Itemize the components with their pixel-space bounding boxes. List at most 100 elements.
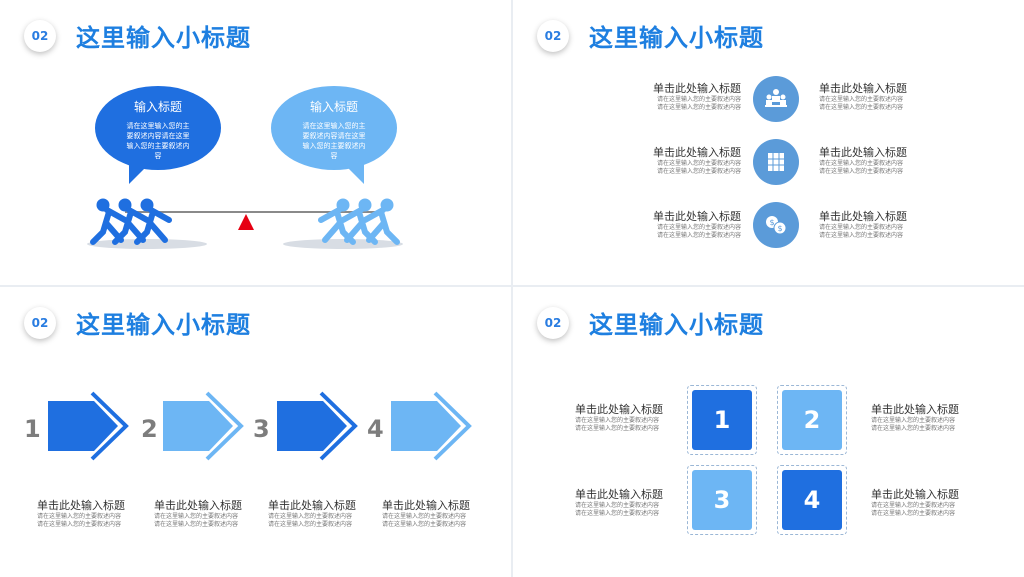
row-right-text: 单击此处输入标题 请在这里输入您的主要叙述内容 请在这里输入您的主要叙述内容 xyxy=(819,208,929,240)
step-number: 2 xyxy=(141,415,158,443)
row-left-text: 单击此处输入标题 请在这里输入您的主要叙述内容 请在这里输入您的主要叙述内容 xyxy=(641,144,741,176)
speech-bubble-left: 输入标题 请在这里输入您的主要叙述内容请在这里输入您的主要叙述内容 xyxy=(95,86,221,170)
text-bottom-left: 单击此处输入标题 请在这里输入您的主要叙述内容 请在这里输入您的主要叙述内容 xyxy=(575,486,675,518)
text-heading: 单击此处输入标题 xyxy=(575,488,663,501)
row-heading: 单击此处输入标题 xyxy=(653,210,741,223)
text-body: 请在这里输入您的主要叙述内容 xyxy=(575,425,660,432)
bubble-tail-right xyxy=(341,162,373,184)
row-heading: 单击此处输入标题 xyxy=(819,146,907,159)
people-icon xyxy=(753,76,799,122)
section-badge: 02 xyxy=(24,20,56,52)
row-heading: 单击此处输入标题 xyxy=(653,82,741,95)
row-left-text: 单击此处输入标题 请在这里输入您的主要叙述内容 请在这里输入您的主要叙述内容 xyxy=(641,208,741,240)
text-body: 请在这里输入您的主要叙述内容 xyxy=(871,417,956,424)
bubble-heading: 输入标题 xyxy=(309,100,358,114)
row-text: 请在这里输入您的主要叙述内容 xyxy=(819,96,904,103)
arrow-step-1 xyxy=(48,391,129,461)
row-right-text: 单击此处输入标题 请在这里输入您的主要叙述内容 请在这里输入您的主要叙述内容 xyxy=(819,144,929,176)
slide-title: 这里输入小标题 xyxy=(76,311,251,339)
square-3: 3 xyxy=(692,470,752,530)
text-body: 请在这里输入您的主要叙述内容 xyxy=(575,502,660,509)
step-number: 1 xyxy=(24,415,41,443)
money-icon: $$ xyxy=(753,202,799,248)
row-heading: 单击此处输入标题 xyxy=(653,146,741,159)
row-left-text: 单击此处输入标题 请在这里输入您的主要叙述内容 请在这里输入您的主要叙述内容 xyxy=(641,80,741,112)
row-text: 请在这里输入您的主要叙述内容 xyxy=(656,224,741,231)
text-heading: 单击此处输入标题 xyxy=(575,403,663,416)
bubble-tail-left xyxy=(120,162,152,184)
step-text: 请在这里输入您的主要叙述内容 xyxy=(382,513,467,520)
step-text: 请在这里输入您的主要叙述内容 xyxy=(154,513,239,520)
row-text: 请在这里输入您的主要叙述内容 xyxy=(656,96,741,103)
slide-title: 这里输入小标题 xyxy=(589,311,764,339)
slide-title: 这里输入小标题 xyxy=(76,24,251,52)
step-text: 请在这里输入您的主要叙述内容 xyxy=(154,521,239,528)
text-body: 请在这里输入您的主要叙述内容 xyxy=(871,425,956,432)
square-2: 2 xyxy=(782,390,842,450)
text-body: 请在这里输入您的主要叙述内容 xyxy=(575,510,660,517)
row-right-text: 单击此处输入标题 请在这里输入您的主要叙述内容 请在这里输入您的主要叙述内容 xyxy=(819,80,929,112)
svg-text:$: $ xyxy=(777,224,782,233)
svg-text:$: $ xyxy=(769,218,774,227)
slide-process-arrows[interactable]: 02 这里输入小标题 1 2 3 4 单击此处输入标题 请在这里输入您的主要叙述… xyxy=(0,287,511,577)
square-frame-3: 3 xyxy=(687,465,757,535)
text-top-right: 单击此处输入标题 请在这里输入您的主要叙述内容 请在这里输入您的主要叙述内容 xyxy=(871,401,971,433)
bubble-body: 请在这里输入您的主要叙述内容请在这里输入您的主要叙述内容 xyxy=(126,122,190,160)
step-caption: 单击此处输入标题 请在这里输入您的主要叙述内容 请在这里输入您的主要叙述内容 xyxy=(382,497,482,529)
square-1: 1 xyxy=(692,390,752,450)
row-text: 请在这里输入您的主要叙述内容 xyxy=(656,232,741,239)
step-heading: 单击此处输入标题 xyxy=(382,499,470,512)
slide-title: 这里输入小标题 xyxy=(589,24,764,52)
arrow-step-4 xyxy=(391,391,472,461)
step-caption: 单击此处输入标题 请在这里输入您的主要叙述内容 请在这里输入您的主要叙述内容 xyxy=(154,497,254,529)
arrow-step-2 xyxy=(163,391,244,461)
text-bottom-right: 单击此处输入标题 请在这里输入您的主要叙述内容 请在这里输入您的主要叙述内容 xyxy=(871,486,971,518)
step-number: 4 xyxy=(367,415,384,443)
text-body: 请在这里输入您的主要叙述内容 xyxy=(871,510,956,517)
section-badge: 02 xyxy=(537,20,569,52)
step-text: 请在这里输入您的主要叙述内容 xyxy=(382,521,467,528)
row-text: 请在这里输入您的主要叙述内容 xyxy=(656,168,741,175)
speech-bubble-right: 输入标题 请在这里输入您的主要叙述内容请在这里输入您的主要叙述内容 xyxy=(271,86,397,170)
text-top-left: 单击此处输入标题 请在这里输入您的主要叙述内容 请在这里输入您的主要叙述内容 xyxy=(575,401,675,433)
arrow-step-3 xyxy=(277,391,358,461)
slide-icon-list[interactable]: 02 这里输入小标题 单击此处输入标题 请在这里输入您的主要叙述内容 请在这里输… xyxy=(513,0,1024,285)
text-body: 请在这里输入您的主要叙述内容 xyxy=(871,502,956,509)
cabinet-icon xyxy=(753,139,799,185)
slide-numbered-squares[interactable]: 02 这里输入小标题 1 2 3 4 单击此处输入标题 请在这里输入您的主要叙述… xyxy=(513,287,1024,577)
bubble-body: 请在这里输入您的主要叙述内容请在这里输入您的主要叙述内容 xyxy=(302,122,366,160)
step-heading: 单击此处输入标题 xyxy=(37,499,125,512)
square-frame-2: 2 xyxy=(777,385,847,455)
square-frame-4: 4 xyxy=(777,465,847,535)
row-text: 请在这里输入您的主要叙述内容 xyxy=(819,168,904,175)
step-text: 请在这里输入您的主要叙述内容 xyxy=(37,513,122,520)
section-badge: 02 xyxy=(537,307,569,339)
square-frame-1: 1 xyxy=(687,385,757,455)
row-text: 请在这里输入您的主要叙述内容 xyxy=(819,160,904,167)
text-heading: 单击此处输入标题 xyxy=(871,403,959,416)
row-text: 请在这里输入您的主要叙述内容 xyxy=(656,160,741,167)
row-text: 请在这里输入您的主要叙述内容 xyxy=(819,224,904,231)
row-heading: 单击此处输入标题 xyxy=(819,210,907,223)
text-heading: 单击此处输入标题 xyxy=(871,488,959,501)
row-text: 请在这里输入您的主要叙述内容 xyxy=(819,232,904,239)
step-text: 请在这里输入您的主要叙述内容 xyxy=(268,521,353,528)
step-caption: 单击此处输入标题 请在这里输入您的主要叙述内容 请在这里输入您的主要叙述内容 xyxy=(37,497,137,529)
step-text: 请在这里输入您的主要叙述内容 xyxy=(37,521,122,528)
row-text: 请在这里输入您的主要叙述内容 xyxy=(819,104,904,111)
tug-of-war-illustration xyxy=(87,198,403,249)
step-heading: 单击此处输入标题 xyxy=(154,499,242,512)
slide-tug-of-war[interactable]: 02 这里输入小标题 输入标题 请在这里输入您的主要叙述内容请在这里输入您的主要… xyxy=(0,0,511,285)
step-number: 3 xyxy=(253,415,270,443)
step-text: 请在这里输入您的主要叙述内容 xyxy=(268,513,353,520)
square-4: 4 xyxy=(782,470,842,530)
row-text: 请在这里输入您的主要叙述内容 xyxy=(656,104,741,111)
text-body: 请在这里输入您的主要叙述内容 xyxy=(575,417,660,424)
section-badge: 02 xyxy=(24,307,56,339)
center-marker-triangle xyxy=(238,214,254,230)
step-heading: 单击此处输入标题 xyxy=(268,499,356,512)
bubble-heading: 输入标题 xyxy=(133,100,182,114)
step-caption: 单击此处输入标题 请在这里输入您的主要叙述内容 请在这里输入您的主要叙述内容 xyxy=(268,497,368,529)
row-heading: 单击此处输入标题 xyxy=(819,82,907,95)
